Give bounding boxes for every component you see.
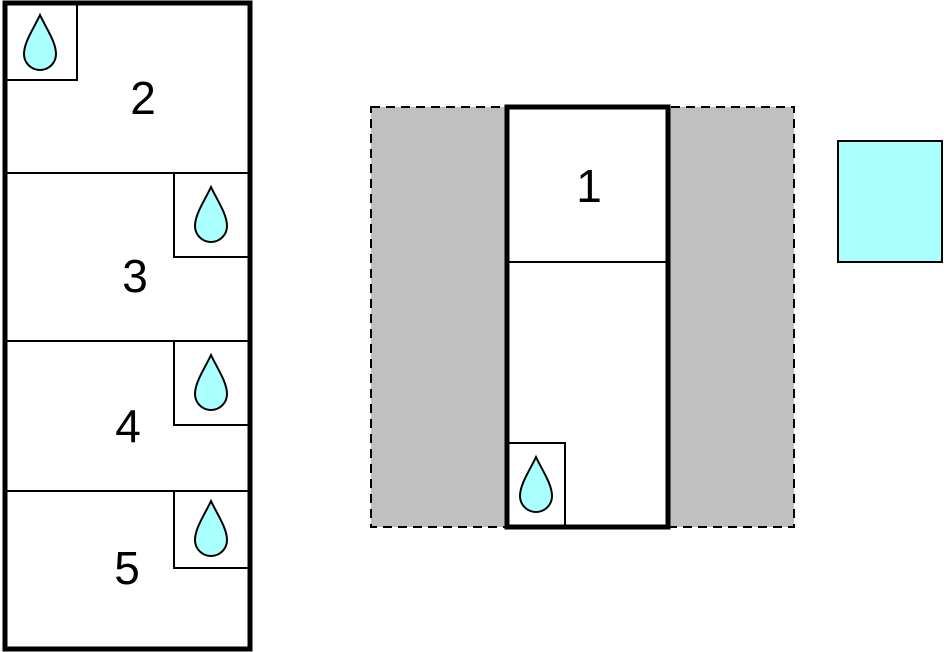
room-label-4: 4 [115,400,141,452]
room-label-2: 2 [130,72,156,124]
left-building: 2 3 4 5 [2,0,253,652]
left-building-outline [2,0,253,652]
center-building: 1 [370,104,795,530]
room-label-1: 1 [576,160,602,212]
room-label-3: 3 [122,250,148,302]
room-label-5: 5 [114,542,140,594]
center-building-outline [504,104,671,530]
water-square-icon [837,140,943,263]
